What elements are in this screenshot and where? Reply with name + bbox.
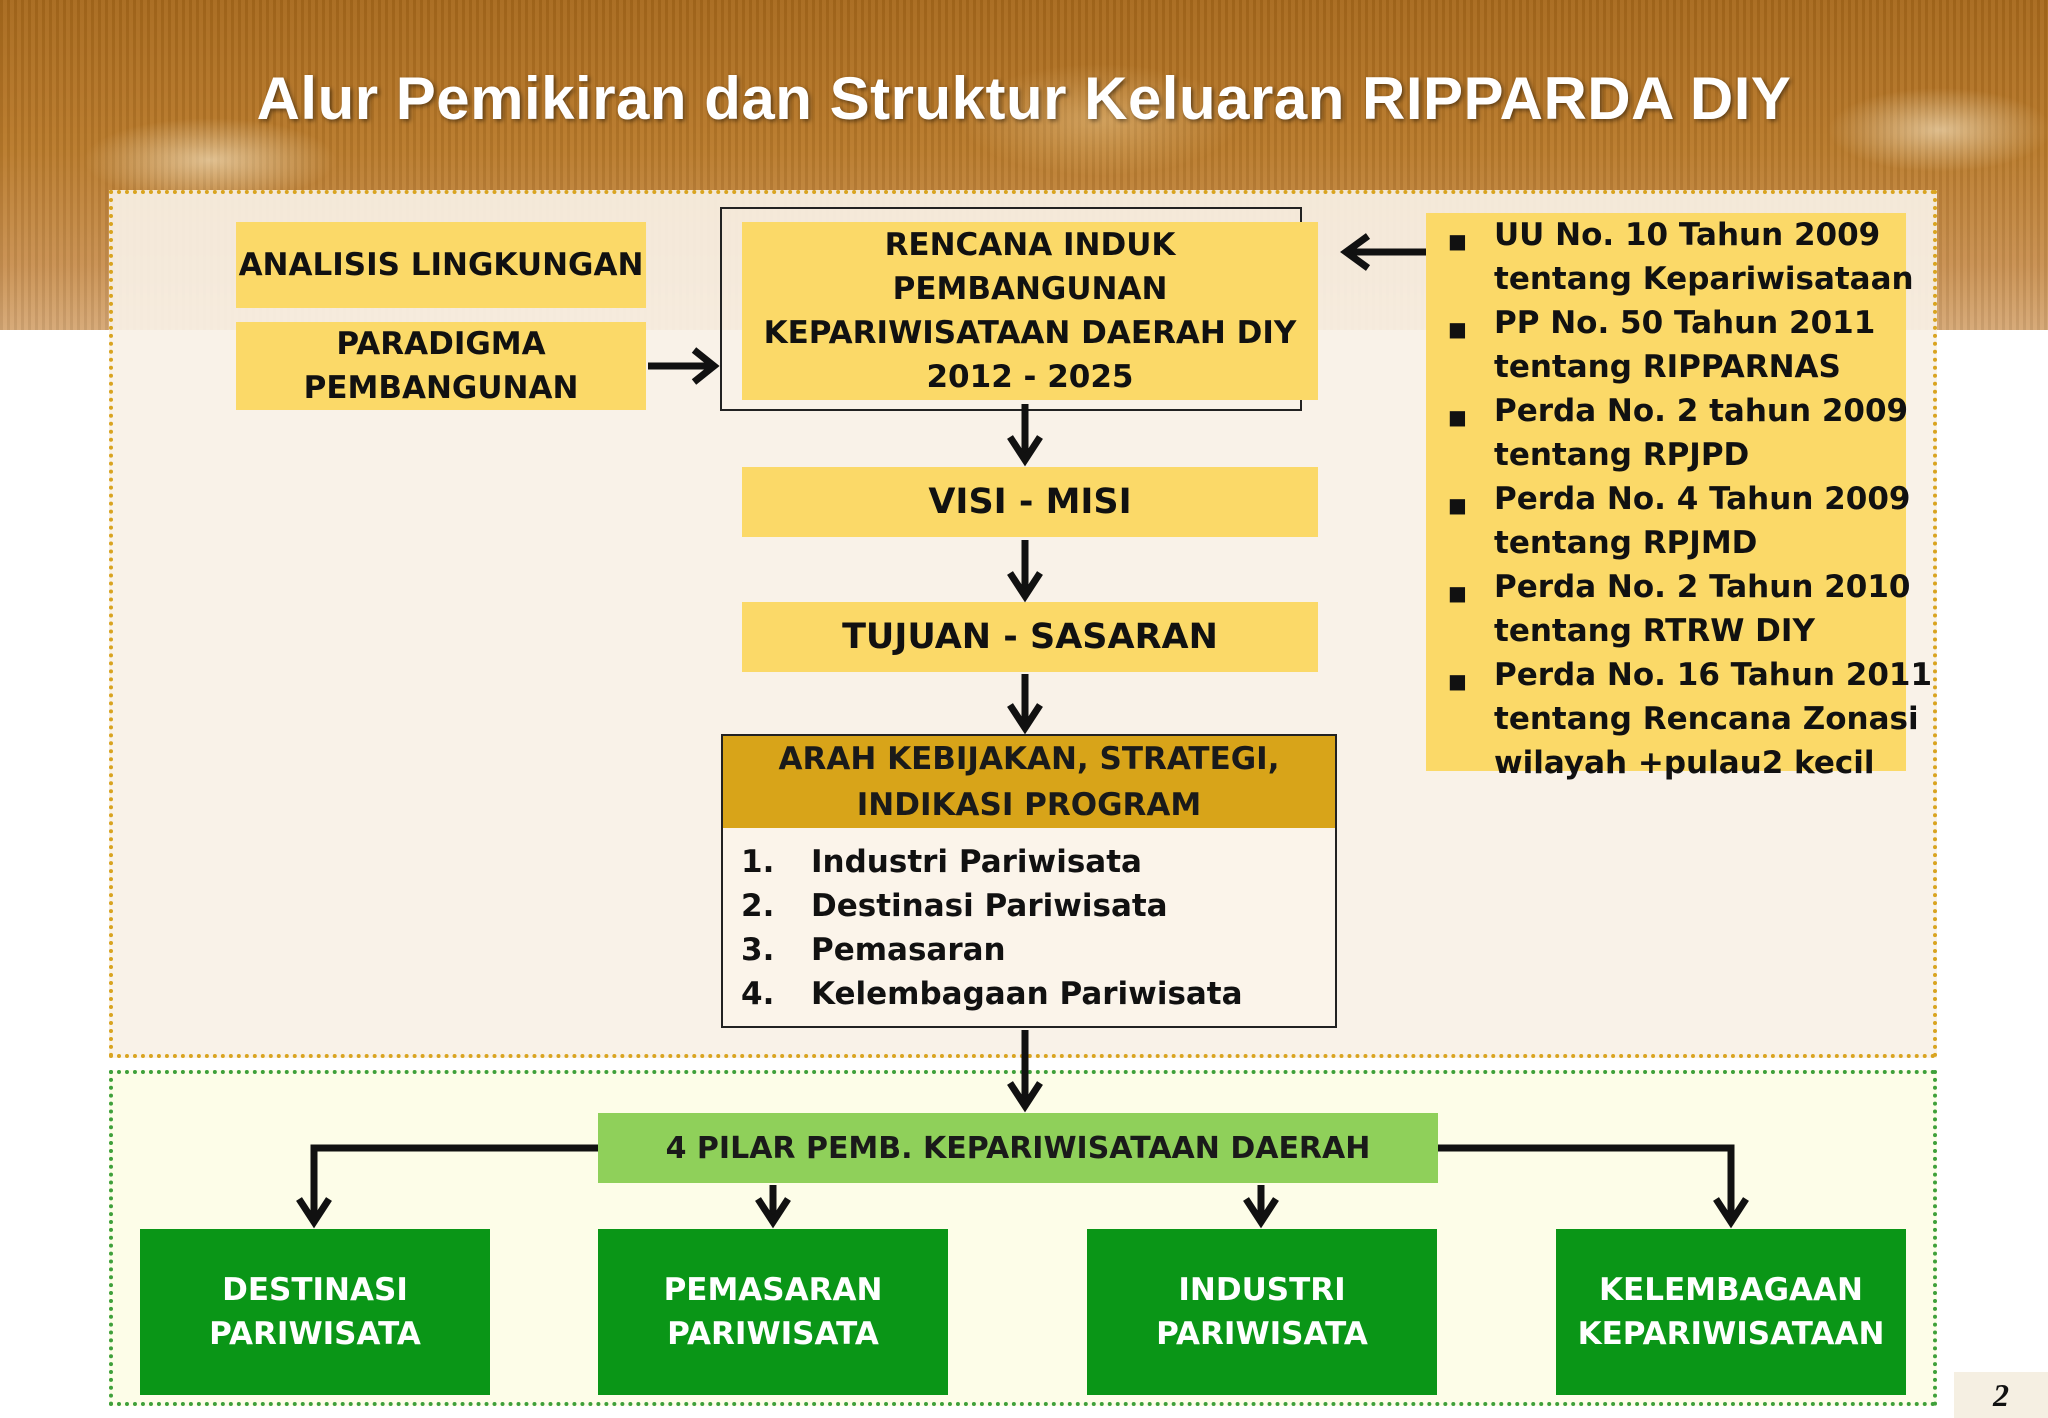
arah-header-line1: ARAH KEBIJAKAN, STRATEGI, (778, 741, 1280, 777)
program-number: 3. (741, 932, 775, 968)
program-item: 3. Pemasaran (741, 928, 1243, 972)
program-label: Kelembagaan Pariwisata (811, 976, 1243, 1012)
program-label: Pemasaran (811, 932, 1006, 968)
paradigma-label-line2: PEMBANGUNAN (303, 370, 579, 406)
page-title: Alur Pemikiran dan Struktur Keluaran RIP… (256, 65, 1792, 132)
visi-misi-box: VISI - MISI (742, 467, 1318, 537)
program-number: 4. (741, 976, 775, 1012)
arah-header-line2: INDIKASI PROGRAM (856, 787, 1202, 823)
four-pillars-label: 4 PILAR PEMB. KEPARIWISATAAN DAERAH (665, 1130, 1371, 1166)
square-bullet-icon: ■ (1448, 405, 1467, 429)
four-pillars-bar: 4 PILAR PEMB. KEPARIWISATAAN DAERAH (598, 1113, 1438, 1183)
square-bullet-icon: ■ (1448, 669, 1467, 693)
program-item: 2. Destinasi Pariwisata (741, 884, 1243, 928)
pillar-pemasaran: PEMASARAN PARIWISATA (598, 1229, 948, 1395)
arrowhead-industri (1243, 1197, 1279, 1229)
law-item: ■ Perda No. 16 Tahun 2011 tentang Rencana … (1426, 653, 1932, 785)
law-item: ■ Perda No. 2 Tahun 2010 tentang RTRW DIY (1426, 565, 1932, 653)
pillar-industri: INDUSTRI PARIWISATA (1087, 1229, 1437, 1395)
law-subject: tentang Rencana Zonasi (1494, 701, 1919, 737)
arrowhead-kelembagaan (1713, 1197, 1749, 1229)
arrowhead-laws (1340, 233, 1371, 271)
arrowhead-paradigma (691, 347, 720, 385)
program-label: Industri Pariwisata (811, 844, 1142, 880)
arrowhead-visi (1007, 435, 1043, 467)
square-bullet-icon: ■ (1448, 317, 1467, 341)
law-item: ■ Perda No. 2 tahun 2009 tentang RPJPD (1426, 389, 1932, 477)
analisis-lingkungan-label: ANALISIS LINGKUNGAN (238, 247, 644, 283)
square-bullet-icon: ■ (1448, 229, 1467, 253)
law-title: Perda No. 2 tahun 2009 (1494, 393, 1909, 429)
paradigma-pembangunan-box: PARADIGMA PEMBANGUNAN (236, 322, 646, 410)
ripparda-line3: 2012 - 2025 (926, 359, 1134, 395)
pillar-line1: DESTINASI (222, 1272, 408, 1308)
pillar-kelembagaan: KELEMBAGAAN KEPARIWISATAAN (1556, 1229, 1906, 1395)
arrowhead-tujuan (1007, 571, 1043, 603)
tujuan-sasaran-box: TUJUAN - SASARAN (742, 602, 1318, 672)
law-subject: tentang RTRW DIY (1494, 613, 1815, 649)
square-bullet-icon: ■ (1448, 493, 1467, 517)
ripparda-box: RENCANA INDUK PEMBANGUNAN KEPARIWISATAAN… (742, 222, 1318, 400)
program-label: Destinasi Pariwisata (811, 888, 1168, 924)
law-subject: tentang RPJPD (1494, 437, 1750, 473)
pillar-line1: INDUSTRI (1178, 1272, 1346, 1308)
law-title: Perda No. 4 Tahun 2009 (1494, 481, 1911, 517)
arrowhead-arah (1007, 703, 1043, 735)
ripparda-line2: KEPARIWISATAAN DAERAH DIY (763, 315, 1297, 351)
visi-misi-label: VISI - MISI (928, 482, 1132, 522)
pillar-line1: KELEMBAGAAN (1599, 1272, 1863, 1308)
arah-kebijakan-box: ARAH KEBIJAKAN, STRATEGI, INDIKASI PROGR… (721, 734, 1337, 1028)
square-bullet-icon: ■ (1448, 581, 1467, 605)
legal-basis-list: ■ UU No. 10 Tahun 2009 tentang Kepariwisat… (1426, 213, 1932, 785)
page-number: 2 (1954, 1372, 2048, 1418)
arrow-pilar-to-destinasi (310, 1144, 598, 1218)
program-item: 4. Kelembagaan Pariwisata (741, 972, 1243, 1016)
law-subject: tentang RIPPARNAS (1494, 349, 1841, 385)
program-item: 1. Industri Pariwisata (741, 840, 1243, 884)
paradigma-label-line1: PARADIGMA (336, 326, 546, 362)
pillar-destinasi: DESTINASI PARIWISATA (140, 1229, 490, 1395)
arrow-pilar-to-kelembagaan (1438, 1144, 1735, 1218)
ripparda-line1: RENCANA INDUK PEMBANGUNAN (884, 227, 1176, 307)
law-item: ■ PP No. 50 Tahun 2011 tentang RIPPARNAS (1426, 301, 1932, 389)
program-number: 1. (741, 844, 775, 880)
pillar-line1: PEMASARAN (663, 1272, 883, 1308)
law-title: UU No. 10 Tahun 2009 (1494, 217, 1881, 253)
pillar-line2: PARIWISATA (1156, 1316, 1368, 1352)
arrowhead-destinasi (296, 1197, 332, 1229)
law-subject-cont: wilayah +pulau2 kecil (1494, 745, 1875, 781)
law-title: PP No. 50 Tahun 2011 (1494, 305, 1876, 341)
pillar-line2: KEPARIWISATAAN (1577, 1316, 1885, 1352)
legal-basis-panel: ■ UU No. 10 Tahun 2009 tentang Kepariwisat… (1426, 213, 1932, 781)
tujuan-sasaran-label: TUJUAN - SASARAN (842, 617, 1218, 657)
arah-kebijakan-header: ARAH KEBIJAKAN, STRATEGI, INDIKASI PROGR… (723, 736, 1335, 828)
analisis-lingkungan-box: ANALISIS LINGKUNGAN (236, 222, 646, 308)
program-list: 1. Industri Pariwisata 2. Destinasi Pariwi… (741, 840, 1243, 1016)
law-subject: tentang RPJMD (1494, 525, 1758, 561)
law-item: ■ Perda No. 4 Tahun 2009 tentang RPJMD (1426, 477, 1932, 565)
pillar-line2: PARIWISATA (667, 1316, 879, 1352)
law-subject: tentang Kepariwisataan (1494, 261, 1914, 297)
arrowhead-pemasaran (755, 1197, 791, 1229)
arrowhead-pilar (1007, 1081, 1043, 1113)
law-title: Perda No. 2 Tahun 2010 (1494, 569, 1911, 605)
pillar-line2: PARIWISATA (209, 1316, 421, 1352)
law-title: Perda No. 16 Tahun 2011 (1494, 657, 1933, 693)
program-number: 2. (741, 888, 775, 924)
law-item: ■ UU No. 10 Tahun 2009 tentang Kepariwisat… (1426, 213, 1932, 301)
